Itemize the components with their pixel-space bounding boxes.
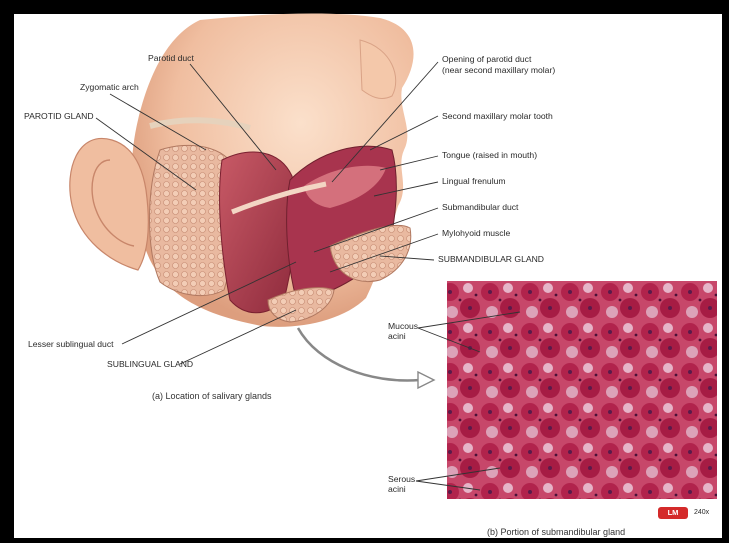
label-opening-parotid-duct-note: (near second maxillary molar) <box>442 66 555 76</box>
label-parotid-gland: PAROTID GLAND <box>24 112 94 122</box>
magnification-label: 240x <box>694 509 709 517</box>
label-opening-parotid-duct: Opening of parotid duct <box>442 55 531 65</box>
micrograph-frame <box>446 280 718 500</box>
lm-badge: LM <box>658 507 688 519</box>
label-mucous-acini-2: acini <box>388 332 406 342</box>
label-submandibular-duct: Submandibular duct <box>442 203 518 213</box>
label-second-maxillary-molar: Second maxillary molar tooth <box>442 112 553 122</box>
label-parotid-duct: Parotid duct <box>148 54 194 64</box>
masseter-muscle <box>220 152 296 313</box>
label-tongue: Tongue (raised in mouth) <box>442 151 537 161</box>
caption-part-b: (b) Portion of submandibular gland <box>487 527 625 537</box>
label-mylohyoid-muscle: Mylohyoid muscle <box>442 229 510 239</box>
label-lesser-sublingual-duct: Lesser sublingual duct <box>28 340 114 350</box>
label-sublingual-gland: SUBLINGUAL GLAND <box>107 360 193 370</box>
label-lingual-frenulum: Lingual frenulum <box>442 177 506 187</box>
label-submandibular-gland: SUBMANDIBULAR GLAND <box>438 255 544 265</box>
label-serous-acini-2: acini <box>388 485 406 495</box>
caption-part-a: (a) Location of salivary glands <box>152 391 272 401</box>
label-zygomatic-arch: Zygomatic arch <box>80 83 139 93</box>
micrograph <box>446 280 718 500</box>
